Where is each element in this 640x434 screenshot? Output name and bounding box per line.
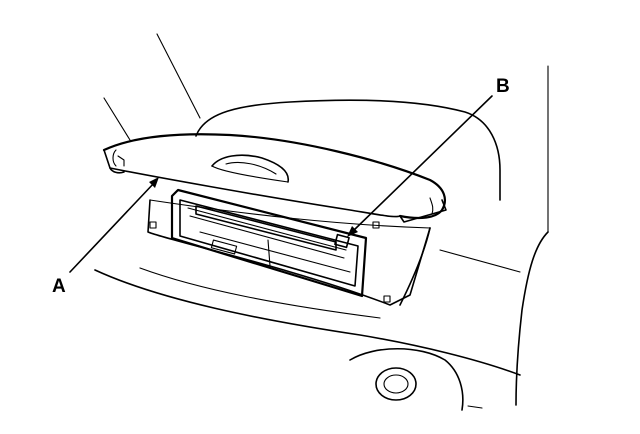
callout-a: A bbox=[52, 177, 159, 297]
callout-b: B bbox=[347, 76, 510, 237]
inner-panel bbox=[170, 188, 368, 298]
callout-b-arrowhead bbox=[347, 226, 358, 237]
car-body-outline bbox=[94, 33, 549, 411]
callout-b-label: B bbox=[496, 76, 510, 97]
callout-b-leader bbox=[351, 95, 493, 233]
trunk-lid bbox=[102, 133, 447, 229]
callout-a-arrowhead bbox=[149, 177, 159, 188]
callout-a-leader bbox=[69, 181, 156, 273]
callout-a-label: A bbox=[52, 276, 66, 297]
